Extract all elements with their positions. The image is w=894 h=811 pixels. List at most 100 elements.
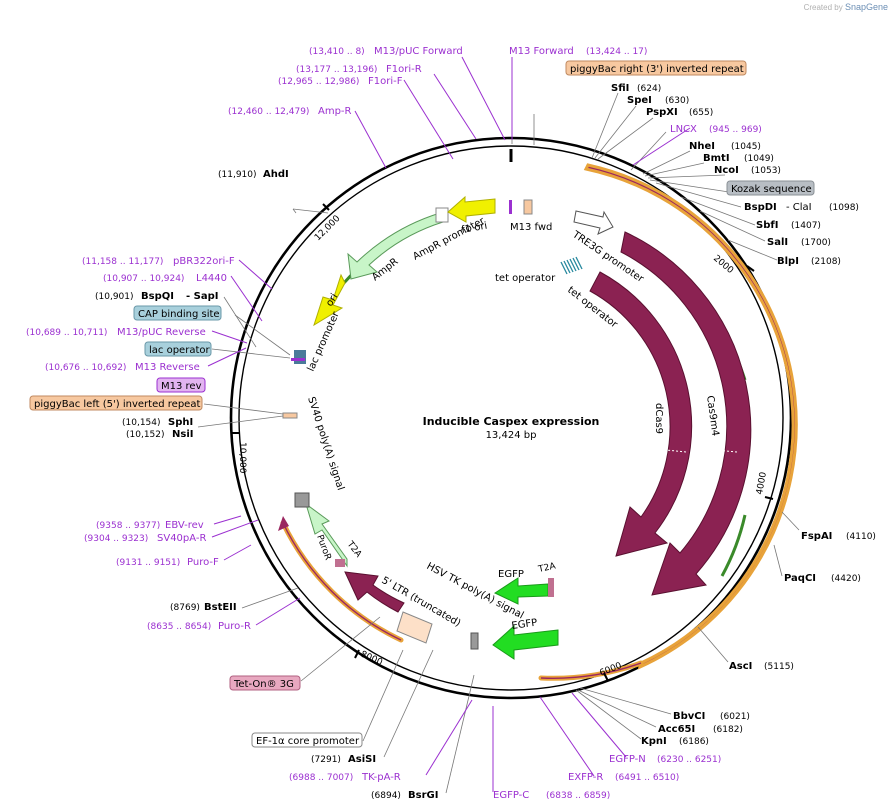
f1-ori-feature[interactable] xyxy=(447,195,496,223)
site-name[interactable]: NsiI xyxy=(172,429,193,440)
site-name[interactable]: SalI xyxy=(767,237,788,248)
primer-range: (12,965 .. 12,986) xyxy=(278,77,359,87)
site-pos: (6894) xyxy=(371,791,401,801)
site-name[interactable]: BsrGI xyxy=(408,790,438,801)
primer-name[interactable]: M13/pUC Reverse xyxy=(117,327,206,338)
site-name[interactable]: BspQI xyxy=(141,291,174,302)
primer-range: (10,907 .. 10,924) xyxy=(103,274,184,284)
region-arc-left-core xyxy=(282,522,402,641)
box-tet-on[interactable] xyxy=(229,675,301,691)
primer-range: (6491 .. 6510) xyxy=(615,773,679,783)
box-piggybac-right[interactable] xyxy=(565,60,747,76)
label-cas9m4: Cas9m4 xyxy=(704,395,721,437)
egfp-bottom-feature[interactable] xyxy=(492,624,559,660)
right-site-labels: SfiI (624) SpeI (630) PspXI (655) NheI (… xyxy=(611,83,876,747)
plasmid-length: 13,424 bp xyxy=(486,430,537,441)
primer-range: (6230 .. 6251) xyxy=(657,755,721,765)
site-name[interactable]: SpeI xyxy=(627,95,652,106)
primer-name[interactable]: Amp-R xyxy=(318,106,352,117)
site-name[interactable]: BspDI xyxy=(744,202,777,213)
label-sv40: SV40 poly(A) signal xyxy=(305,396,346,492)
primer-name[interactable]: F1ori-R xyxy=(386,64,422,75)
primer-name[interactable]: EBV-rev xyxy=(165,520,204,531)
site-name[interactable]: Acc65I xyxy=(658,724,695,735)
primer-name[interactable]: M13 Reverse xyxy=(135,362,200,373)
ori-feature[interactable] xyxy=(313,273,346,327)
primer-name[interactable]: EGFP-C xyxy=(493,790,529,801)
primer-name[interactable]: EXFP-R xyxy=(568,772,603,783)
box-cap[interactable] xyxy=(133,305,222,321)
box-m13-rev[interactable] xyxy=(156,377,206,393)
primer-name[interactable]: M13 Forward xyxy=(509,46,574,57)
box-ef1a[interactable] xyxy=(251,732,363,748)
primer-name[interactable]: Puro-R xyxy=(218,621,251,632)
box-piggybac-left[interactable] xyxy=(29,395,203,411)
text-piggybac-left: piggyBac left (5') inverted repeat xyxy=(34,399,200,410)
primer-range: (13,410 .. 8) xyxy=(309,47,365,57)
site-name[interactable]: AhdI xyxy=(263,169,289,180)
tre3g-feature[interactable] xyxy=(573,210,614,235)
primer-range: (10,676 .. 10,692) xyxy=(45,363,126,373)
site-name[interactable]: NheI xyxy=(689,141,715,152)
primer-name[interactable]: EGFP-N xyxy=(609,754,646,765)
site-name[interactable]: SbfI xyxy=(756,220,778,231)
site-pos: (10,152) xyxy=(126,430,165,440)
egfp-top-feature[interactable] xyxy=(493,577,549,605)
puror-feature[interactable] xyxy=(305,502,348,568)
site-pos: (6021) xyxy=(720,712,750,722)
primer-name[interactable]: TK-pA-R xyxy=(361,772,401,783)
site-sep: - ClaI xyxy=(786,202,812,213)
site-name[interactable]: KpnI xyxy=(641,736,667,747)
site-name[interactable]: SphI xyxy=(168,417,193,428)
primer-range: (6838 .. 6859) xyxy=(546,791,610,801)
box-kozak[interactable] xyxy=(726,180,815,196)
primer-range: (8635 .. 8654) xyxy=(147,622,211,632)
primer-name[interactable]: F1ori-F xyxy=(368,76,403,87)
primer-name[interactable]: L4440 xyxy=(196,273,227,284)
primer-name[interactable]: Puro-F xyxy=(187,557,219,568)
cas9m4-feature[interactable] xyxy=(620,231,752,596)
brand-created-by: Created by xyxy=(803,3,843,12)
site-name[interactable]: BbvCI xyxy=(673,711,705,722)
primer-range: (9358 .. 9377) xyxy=(96,521,160,531)
backbone-outer-ring xyxy=(229,136,793,700)
primer-name[interactable]: LNCX xyxy=(670,124,697,135)
site-name[interactable]: BlpI xyxy=(777,256,799,267)
site-name[interactable]: AscI xyxy=(729,661,752,672)
m13-fwd-mark xyxy=(509,200,512,214)
tick-label-8000: 8000 xyxy=(359,650,384,669)
primer-range: (9131 .. 9151) xyxy=(116,558,180,568)
site-name[interactable]: BstEII xyxy=(204,602,237,613)
primer-labels: (13,410 .. 8) M13/pUC Forward M13 Forwar… xyxy=(26,46,762,801)
site-name[interactable]: BmtI xyxy=(703,153,730,164)
site-pos: (5115) xyxy=(764,662,794,672)
site-pos: (4110) xyxy=(846,532,876,542)
dcas9-feature[interactable] xyxy=(589,271,693,557)
box-lac-operator[interactable] xyxy=(144,341,212,357)
ring-tick-marks xyxy=(232,203,774,682)
ampr-feature[interactable] xyxy=(347,212,444,280)
label-tet-operator-1: tet operator xyxy=(495,273,556,284)
primer-name[interactable]: SV40pA-R xyxy=(157,533,206,544)
site-pos: (1098) xyxy=(829,203,859,213)
primer-name[interactable]: M13/pUC Forward xyxy=(374,46,463,57)
tick-label-12000: 12,000 xyxy=(313,214,343,244)
site-name[interactable]: NcoI xyxy=(714,165,739,176)
site-pos: (655) xyxy=(689,108,713,118)
site-pos: (10,901) xyxy=(95,292,134,302)
t2a-egfp-marker xyxy=(548,578,554,597)
backbone-inner-ring xyxy=(238,145,784,691)
region-arc-left-arrowhead xyxy=(278,516,289,531)
site-name[interactable]: PspXI xyxy=(646,107,678,118)
label-dcas9: dCas9 xyxy=(653,403,664,434)
site-name[interactable]: FspAI xyxy=(801,531,832,542)
primer-name[interactable]: pBR322ori-F xyxy=(173,256,235,267)
site-name[interactable]: PaqCI xyxy=(784,573,816,584)
primer-range: (13,424 .. 17) xyxy=(586,47,647,57)
m13-fwd-box xyxy=(523,199,533,215)
site-name[interactable]: SfiI xyxy=(611,83,629,94)
site-name[interactable]: AsiSI xyxy=(348,754,376,765)
primer-leader-lines xyxy=(207,56,691,792)
primer-range: (13,177 .. 13,196) xyxy=(296,65,377,75)
